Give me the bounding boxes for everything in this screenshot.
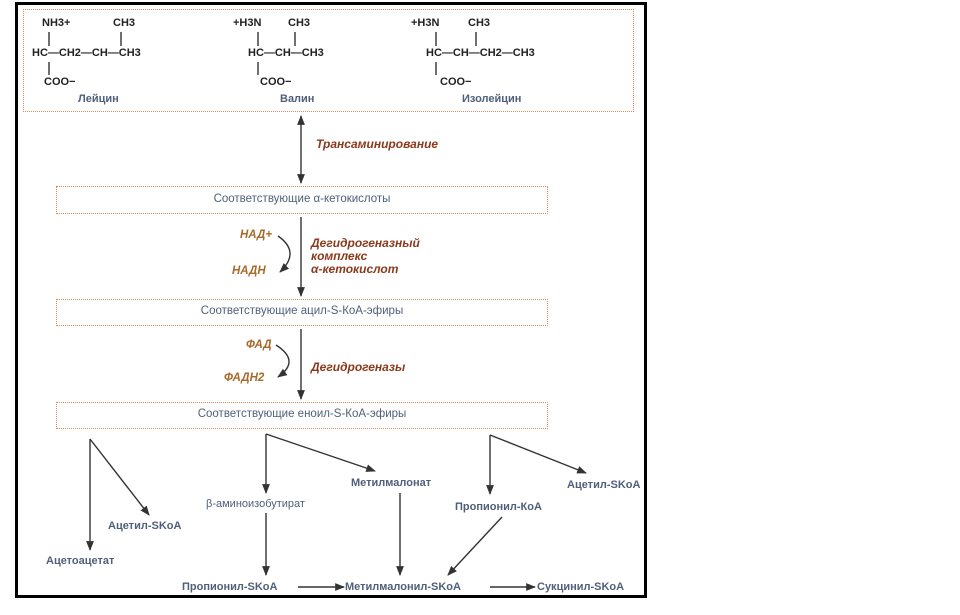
succinyl-skoa: Сукцинил-SKoA bbox=[537, 581, 625, 593]
isoleucine-name: Изолейцин bbox=[462, 93, 522, 105]
isoleucine-main-chain: HC—CH—CH2—CH3 bbox=[426, 47, 535, 59]
leucine-name: Лейцин bbox=[78, 93, 119, 105]
propionyl-skoa: Пропионил-SKoA bbox=[182, 581, 278, 593]
to-methylmalonate-arrow bbox=[265, 433, 376, 472]
valine-bottom: COO− bbox=[260, 76, 292, 88]
valine-main-chain: HC—CH—CH3 bbox=[248, 47, 324, 59]
nad-label: НАД+ bbox=[240, 229, 273, 241]
dehydrogenase-complex-line1: Дегидрогеназный bbox=[311, 236, 420, 250]
nadh-label: НАДН bbox=[232, 265, 266, 277]
acetyl-skoa-left: Ацетил-SKoA bbox=[108, 520, 182, 532]
amino-acids-box bbox=[23, 9, 634, 112]
methylmalonate: Метилмалонат bbox=[351, 477, 432, 489]
to-acetyl-left-arrow bbox=[89, 438, 150, 516]
isoleucine-bottom: COO− bbox=[440, 76, 472, 88]
propionyl-koa-to-methylmalonyl-arrow bbox=[447, 516, 503, 576]
fad-label: ФАД bbox=[246, 339, 272, 351]
valine-top-right: CH3 bbox=[288, 17, 311, 29]
nad-curve-arrow bbox=[277, 235, 291, 273]
fad-curve-arrow bbox=[275, 344, 290, 378]
keto-acids-box bbox=[56, 186, 548, 214]
leucine-top-left: NH3+ bbox=[42, 17, 71, 29]
acyl-esters-box bbox=[56, 299, 548, 326]
acyl-esters-label: Соответствующие ацил-S-КоА-эфиры bbox=[200, 305, 404, 317]
methylmalonyl-skoa: Метилмалонил-SKoA bbox=[345, 581, 461, 593]
leucine-main-chain: HC—CH2—CH—CH3 bbox=[32, 47, 141, 59]
isoleucine-top-left: +H3N bbox=[411, 17, 440, 29]
fadh2-label: ФАДН2 bbox=[224, 372, 265, 384]
transamination-label: Трансаминирование bbox=[316, 137, 439, 151]
valine-name: Валин bbox=[280, 93, 315, 105]
arrows-layer bbox=[48, 32, 587, 591]
acetoacetate: Ацетоацетат bbox=[46, 555, 115, 567]
acetyl-skoa-right: Ацетил-SKoA bbox=[567, 479, 641, 491]
dehydrogenases-label: Дегидрогеназы bbox=[311, 360, 406, 374]
enoyl-esters-label: Соответствующие еноил-S-КоА-эфиры bbox=[197, 408, 407, 420]
metabolism-diagram: NH3+ CH3 HC—CH2—CH—CH3 COO− Лейцин +H3N … bbox=[15, 2, 647, 598]
enoyl-esters-box bbox=[56, 402, 548, 429]
keto-acids-label: Соответствующие α-кетокислоты bbox=[213, 193, 391, 205]
propionyl-koa: Пропионил-КоА bbox=[455, 501, 542, 513]
to-acetyl-right-arrow bbox=[489, 434, 587, 474]
leucine-bottom: COO− bbox=[44, 76, 76, 88]
aminoisobutyrate: β-аминоизобутират bbox=[206, 498, 305, 510]
leucine-top-right: CH3 bbox=[113, 17, 136, 29]
isoleucine-top-right: CH3 bbox=[468, 17, 491, 29]
valine-top-left: +H3N bbox=[233, 17, 262, 29]
dehydrogenase-complex-line3: α-кетокислот bbox=[311, 262, 399, 276]
dehydrogenase-complex-line2: комплекс bbox=[311, 249, 368, 263]
